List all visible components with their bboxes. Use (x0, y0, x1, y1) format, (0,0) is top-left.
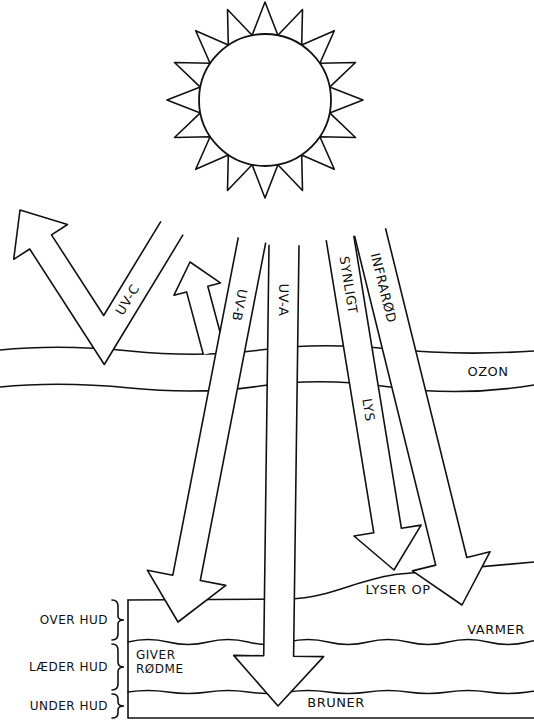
layer-label: OZON (467, 365, 508, 379)
effect-label: GIVER RØDME (136, 648, 196, 676)
sun-disc (199, 34, 331, 166)
skin-layer-label: OVER HUD (40, 613, 108, 627)
skin-layer-line (128, 640, 534, 645)
ray-label: LYS (359, 397, 377, 422)
brace (112, 600, 124, 640)
skin-layer-label: UNDER HUD (30, 699, 108, 713)
uvc-arrow (14, 210, 183, 365)
brace (112, 644, 124, 690)
effect-label: BRUNER (305, 696, 366, 710)
skin-edge (128, 600, 534, 718)
skin-layer-line (128, 691, 534, 694)
uva-arrow (234, 245, 324, 706)
uvb-arrow (147, 237, 265, 622)
brace (112, 694, 124, 718)
ray-label: UV-C (113, 282, 142, 318)
infrared-arrow (355, 228, 491, 605)
ray-label: INFRARØD (368, 252, 399, 325)
reflected-ray-arrow (174, 262, 225, 355)
ray-label: UV-B (229, 288, 249, 323)
sun-rays (167, 2, 363, 198)
effect-label: VARMER (467, 623, 524, 637)
effect-label: LYSER OP (365, 583, 430, 597)
skin-layer-label: LÆDER HUD (29, 660, 108, 674)
ray-label: UV-A (276, 283, 290, 316)
ray-label: SYNLIGT (336, 255, 359, 315)
